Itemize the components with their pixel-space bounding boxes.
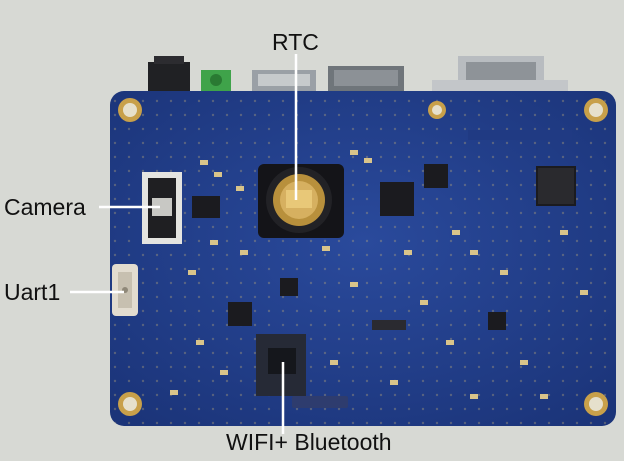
pin-header bbox=[468, 130, 572, 140]
wifi-module bbox=[256, 334, 348, 408]
mounting-holes bbox=[118, 98, 608, 416]
rtc-battery-holder bbox=[258, 164, 344, 238]
wifi-bluetooth-label: WIFI+ Bluetooth bbox=[226, 429, 392, 455]
uart-connector bbox=[112, 264, 138, 316]
camera-label: Camera bbox=[4, 194, 86, 220]
chips bbox=[192, 164, 576, 330]
uart-label: Uart1 bbox=[4, 279, 61, 305]
leader-lines bbox=[70, 54, 298, 434]
top-connectors bbox=[148, 56, 568, 96]
rtc-label: RTC bbox=[272, 29, 319, 55]
smd-components bbox=[170, 150, 588, 399]
